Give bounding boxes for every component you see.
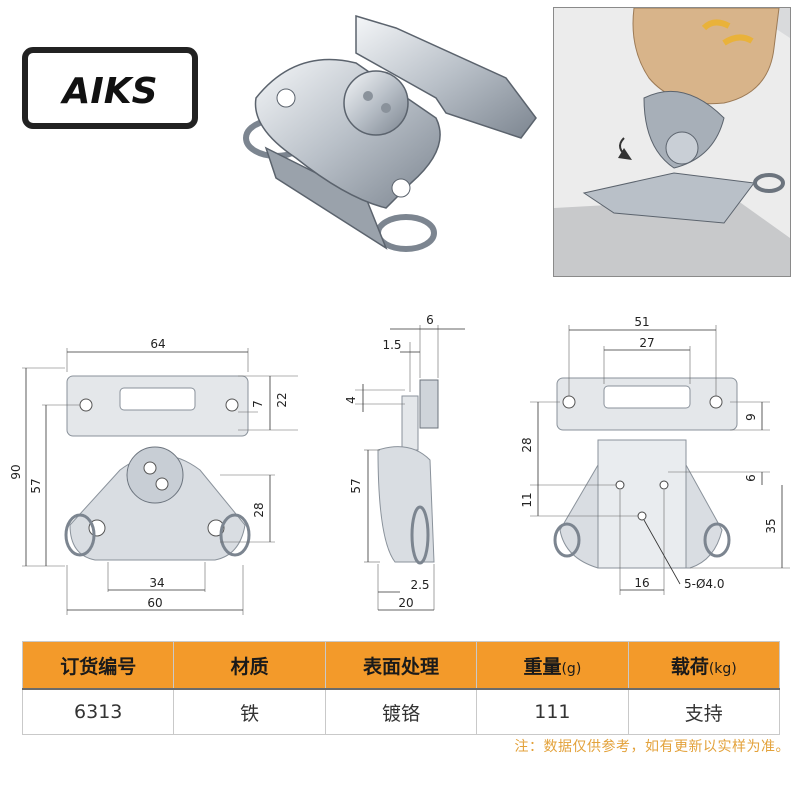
dim-1-5: 1.5 bbox=[382, 338, 401, 352]
front-view: 64 60 34 90 57 22 7 28 bbox=[9, 337, 298, 615]
dim-27: 27 bbox=[639, 336, 654, 350]
cell-load: 支持 bbox=[627, 689, 781, 735]
dim-57-side: 57 bbox=[349, 478, 363, 493]
dim-28: 28 bbox=[252, 502, 266, 517]
header-surface: 表面处理 bbox=[324, 641, 478, 690]
dim-60: 60 bbox=[147, 596, 162, 610]
usage-illustration bbox=[554, 8, 790, 276]
table-row: 6313 铁 镀铬 111 支持 bbox=[21, 689, 781, 735]
strike-view: 51 27 9 28 11 6 35 16 5-Ø4.0 bbox=[520, 315, 790, 595]
side-view: 6 1.5 4 57 2.5 20 bbox=[344, 313, 465, 611]
logo-text: AIKS bbox=[59, 71, 157, 112]
dim-90: 90 bbox=[9, 464, 23, 479]
header-weight: 重量(g) bbox=[476, 641, 629, 690]
header-load: 载荷(kg) bbox=[627, 641, 781, 690]
dim-51: 51 bbox=[634, 315, 649, 329]
dim-35: 35 bbox=[764, 518, 778, 533]
cell-surface: 镀铬 bbox=[324, 689, 478, 735]
dim-34: 34 bbox=[149, 576, 164, 590]
dim-57: 57 bbox=[29, 478, 43, 493]
cell-order-no: 6313 bbox=[21, 689, 175, 735]
dim-28-strike: 28 bbox=[520, 437, 534, 452]
cell-material: 铁 bbox=[173, 689, 326, 735]
disclaimer-note: 注：数据仅供参考，如有更新以实样为准。 bbox=[514, 739, 790, 755]
usage-photo bbox=[553, 7, 791, 277]
product-photo bbox=[243, 14, 537, 252]
header-material: 材质 bbox=[173, 641, 326, 690]
dim-9: 9 bbox=[744, 413, 758, 421]
cell-weight: 111 bbox=[476, 689, 629, 735]
dim-22: 22 bbox=[275, 392, 289, 407]
dim-2-5: 2.5 bbox=[410, 578, 429, 592]
technical-drawings: 64 60 34 90 57 22 7 28 6 1.5 bbox=[9, 313, 790, 615]
dim-64: 64 bbox=[150, 337, 165, 351]
dim-11: 11 bbox=[520, 492, 534, 507]
dim-4: 4 bbox=[344, 396, 358, 404]
dim-20: 20 bbox=[398, 596, 413, 610]
header-order-no: 订货编号 bbox=[21, 641, 175, 690]
dim-6-strike: 6 bbox=[744, 474, 758, 482]
dim-6: 6 bbox=[426, 313, 434, 327]
brand-logo: AIKS bbox=[22, 47, 198, 129]
dim-16: 16 bbox=[634, 576, 649, 590]
dim-7: 7 bbox=[251, 400, 265, 408]
spec-table: 订货编号 材质 表面处理 重量(g) 载荷(kg) 6313 铁 镀铬 111 … bbox=[21, 641, 781, 735]
dim-holes: 5-Ø4.0 bbox=[684, 577, 725, 591]
spec-table-header-row: 订货编号 材质 表面处理 重量(g) 载荷(kg) bbox=[21, 641, 781, 690]
